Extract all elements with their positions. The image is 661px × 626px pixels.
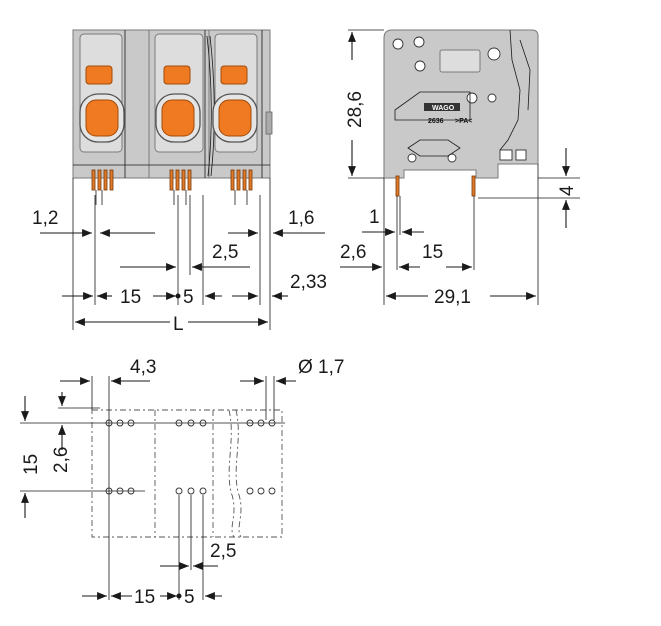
side-view: WAGO 2636 >PA< 28,6 4 1 2,6 15 xyxy=(340,29,580,308)
dim-1-6: 1,6 xyxy=(288,208,314,229)
dim-2-5-pcb: 2,5 xyxy=(210,541,236,562)
front-view: 1,2 1,6 2,5 15 5 2,33 L xyxy=(32,29,327,335)
dim-5-front: 5 xyxy=(183,287,194,308)
dim-2-5: 2,5 xyxy=(212,242,238,263)
front-extension-lines xyxy=(72,178,271,330)
release-buttons xyxy=(79,65,258,143)
dim-4: 4 xyxy=(557,185,578,196)
dim-29-1: 29,1 xyxy=(434,287,471,308)
solder-pins xyxy=(91,169,253,205)
dim-2-6-vertical: 2,6 xyxy=(51,447,72,473)
part-number-mark: 2636 xyxy=(428,118,444,125)
material-mark: >PA< xyxy=(455,118,472,125)
dim-15-front: 15 xyxy=(120,287,141,308)
dim-1-side: 1 xyxy=(369,207,380,228)
dim-28-6: 28,6 xyxy=(345,91,366,128)
dim-15-pcb: 15 xyxy=(134,587,155,608)
wago-logo: WAGO xyxy=(432,105,455,112)
dim-15-vertical: 15 xyxy=(21,454,42,475)
dim-4-3: 4,3 xyxy=(130,357,156,378)
dim-5-pcb: 5 xyxy=(184,587,195,608)
dim-2-6-side: 2,6 xyxy=(340,242,366,263)
dim-1-2: 1,2 xyxy=(32,208,58,229)
pcb-layout: 4,3 Ø 1,7 15 2,6 2,5 15 5 xyxy=(20,357,344,608)
pcb-holes xyxy=(105,419,276,495)
dim-diameter-1-7: Ø 1,7 xyxy=(298,357,344,378)
dim-15-side: 15 xyxy=(422,242,443,263)
dim-2-33: 2,33 xyxy=(290,272,327,293)
dim-L: L xyxy=(173,314,184,335)
